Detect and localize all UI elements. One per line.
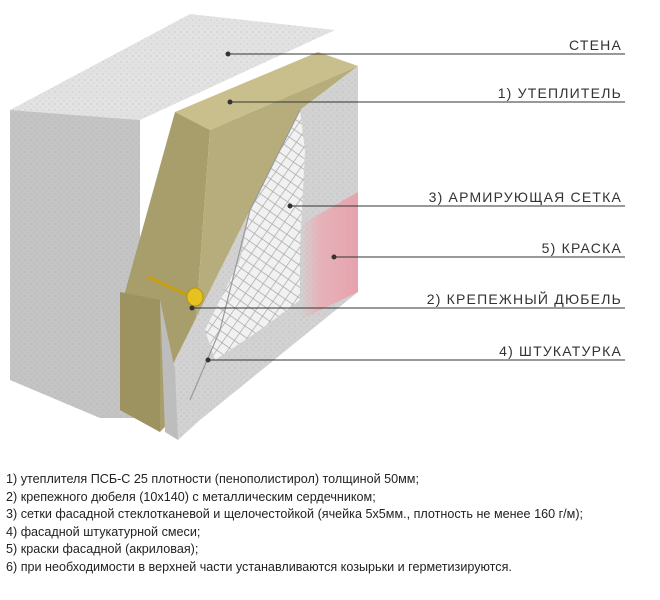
callout-plaster: 4) ШТУКАТУРКА [499, 343, 622, 359]
note-item: 1) утеплителя ПСБ-С 25 плотности (пенопо… [6, 472, 419, 486]
specification-notes: 1) утеплителя ПСБ-С 25 плотности (пенопо… [6, 471, 656, 577]
callout-dowel: 2) КРЕПЕЖНЫЙ ДЮБЕЛЬ [426, 291, 622, 307]
callout-wall: СТЕНА [569, 37, 622, 53]
note-item: 6) при необходимости в верхней части уст… [6, 559, 512, 574]
note-item: 3) сетки фасадной стеклотканевой и щелоч… [6, 507, 584, 522]
note-item: 2) крепежного дюбеля (10х140) с металлич… [6, 489, 376, 504]
callout-paint: 5) КРАСКА [541, 240, 622, 256]
dowel-icon [147, 275, 204, 307]
wall-layers-illustration [10, 14, 625, 440]
callout-insulation: 1) УТЕПЛИТЕЛЬ [497, 85, 622, 101]
paint-patch [300, 192, 358, 320]
reinforcing-mesh [189, 109, 305, 401]
concrete-wall [10, 14, 335, 418]
note-item: 5) краски фасадной (акриловая); [6, 542, 199, 557]
note-item: 4) фасадной штукатурной смеси; [6, 524, 201, 539]
callout-mesh: 3) АРМИРУЮЩАЯ СЕТКА [428, 189, 622, 205]
